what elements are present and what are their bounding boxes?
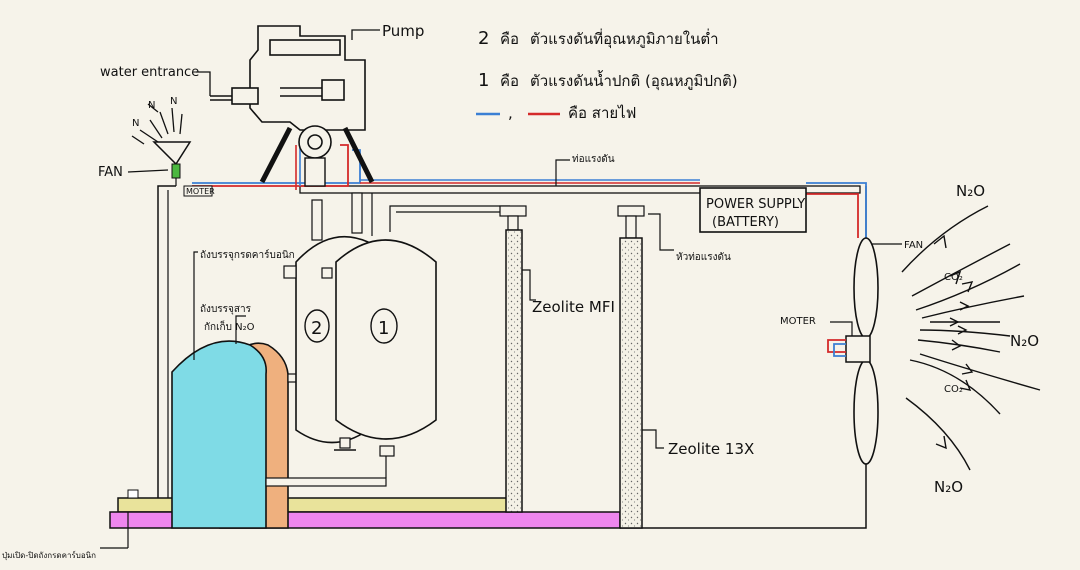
- zeolite-mfi-label: Zeolite MFI: [532, 298, 615, 316]
- legend-item1-text: ตัวแรงดันน้ำปกติ (อุณหภูมิปกติ): [530, 70, 738, 91]
- vessel-1: [335, 239, 437, 440]
- n-label-2: N: [148, 100, 155, 111]
- legend-item2-text: ตัวแรงดันที่อุณหภูมิภายในต่ำ: [530, 28, 719, 49]
- fan-green-motor: [171, 163, 181, 179]
- device-frame: [157, 185, 176, 498]
- pump: [231, 25, 366, 159]
- right-fan-motor: [845, 335, 871, 363]
- power-supply-label-2: (BATTERY): [712, 215, 779, 230]
- power-supply-label-1: POWER SUPPLY: [706, 197, 805, 212]
- n-label-3: N: [170, 96, 177, 107]
- small-motor-label: MOTER: [186, 187, 215, 196]
- zeolite-13x-column: [619, 237, 643, 529]
- legend: 2 คือ ตัวแรงดันที่อุณหภูมิภายในต่ำ 1 คือ…: [476, 28, 738, 122]
- fan-funnel: [152, 141, 192, 166]
- n2o-tank-label-1: ถังบรรจุสาร: [200, 304, 252, 315]
- wire-red-right: [806, 193, 859, 238]
- right-fan-blade-bottom: [853, 359, 879, 465]
- n2o-tank-label-2: กักเก็บ N₂O: [204, 319, 255, 333]
- gas-n2o-label-2: N₂O: [1010, 332, 1039, 350]
- fan-right-label: FAN: [904, 240, 923, 251]
- right-motor-label: MOTER: [780, 316, 816, 327]
- carbonic-acid-tank: [171, 340, 267, 529]
- pressure-head-label: หัวท่อแรงดัน: [676, 252, 731, 263]
- switch-knob: [127, 489, 139, 499]
- incoming-n-arrows: [131, 103, 183, 145]
- power-supply-box: [699, 187, 807, 233]
- water-entrance-label: water entrance: [100, 65, 199, 80]
- zeolite-13x-label: Zeolite 13X: [668, 440, 754, 458]
- legend-item2-number: 2: [478, 28, 489, 49]
- legend-wires-text: คือ สายไฟ: [568, 104, 636, 122]
- fan-left-label: FAN: [98, 165, 123, 180]
- gas-n2o-label-3: N₂O: [934, 478, 963, 496]
- legend-item2-sep: คือ: [500, 30, 519, 48]
- gas-flow-arrowheads: [933, 234, 974, 450]
- gas-co2-label-2: CO₂: [944, 384, 963, 395]
- vessel-1-number: 1: [378, 318, 389, 339]
- small-motor-box: [183, 185, 213, 197]
- pressure-pipe-label: ท่อแรงดัน: [572, 154, 615, 165]
- n-label-1: N: [132, 118, 139, 129]
- legend-wires-sep: ,: [508, 104, 513, 122]
- wire-red-main: [192, 144, 349, 187]
- right-fan-blade-top: [853, 237, 879, 339]
- legend-item1-number: 1: [478, 70, 489, 91]
- pump-label: Pump: [382, 22, 424, 40]
- switch-label: ปุ่มเปิด-ปิดถังกรดคาร์บอนิก: [2, 550, 96, 560]
- zeolite-mfi-column: [505, 229, 523, 513]
- gas-n2o-label-1: N₂O: [956, 182, 985, 200]
- carbonic-tank-label: ถังบรรจุกรดคาร์บอนิก: [200, 249, 295, 261]
- legend-item1-sep: คือ: [500, 72, 519, 90]
- pressure-pipe: [299, 185, 861, 194]
- vessel-2-number: 2: [311, 318, 322, 339]
- wire-blue-right: [806, 182, 867, 238]
- gas-co2-label-1: CO₂: [944, 272, 963, 283]
